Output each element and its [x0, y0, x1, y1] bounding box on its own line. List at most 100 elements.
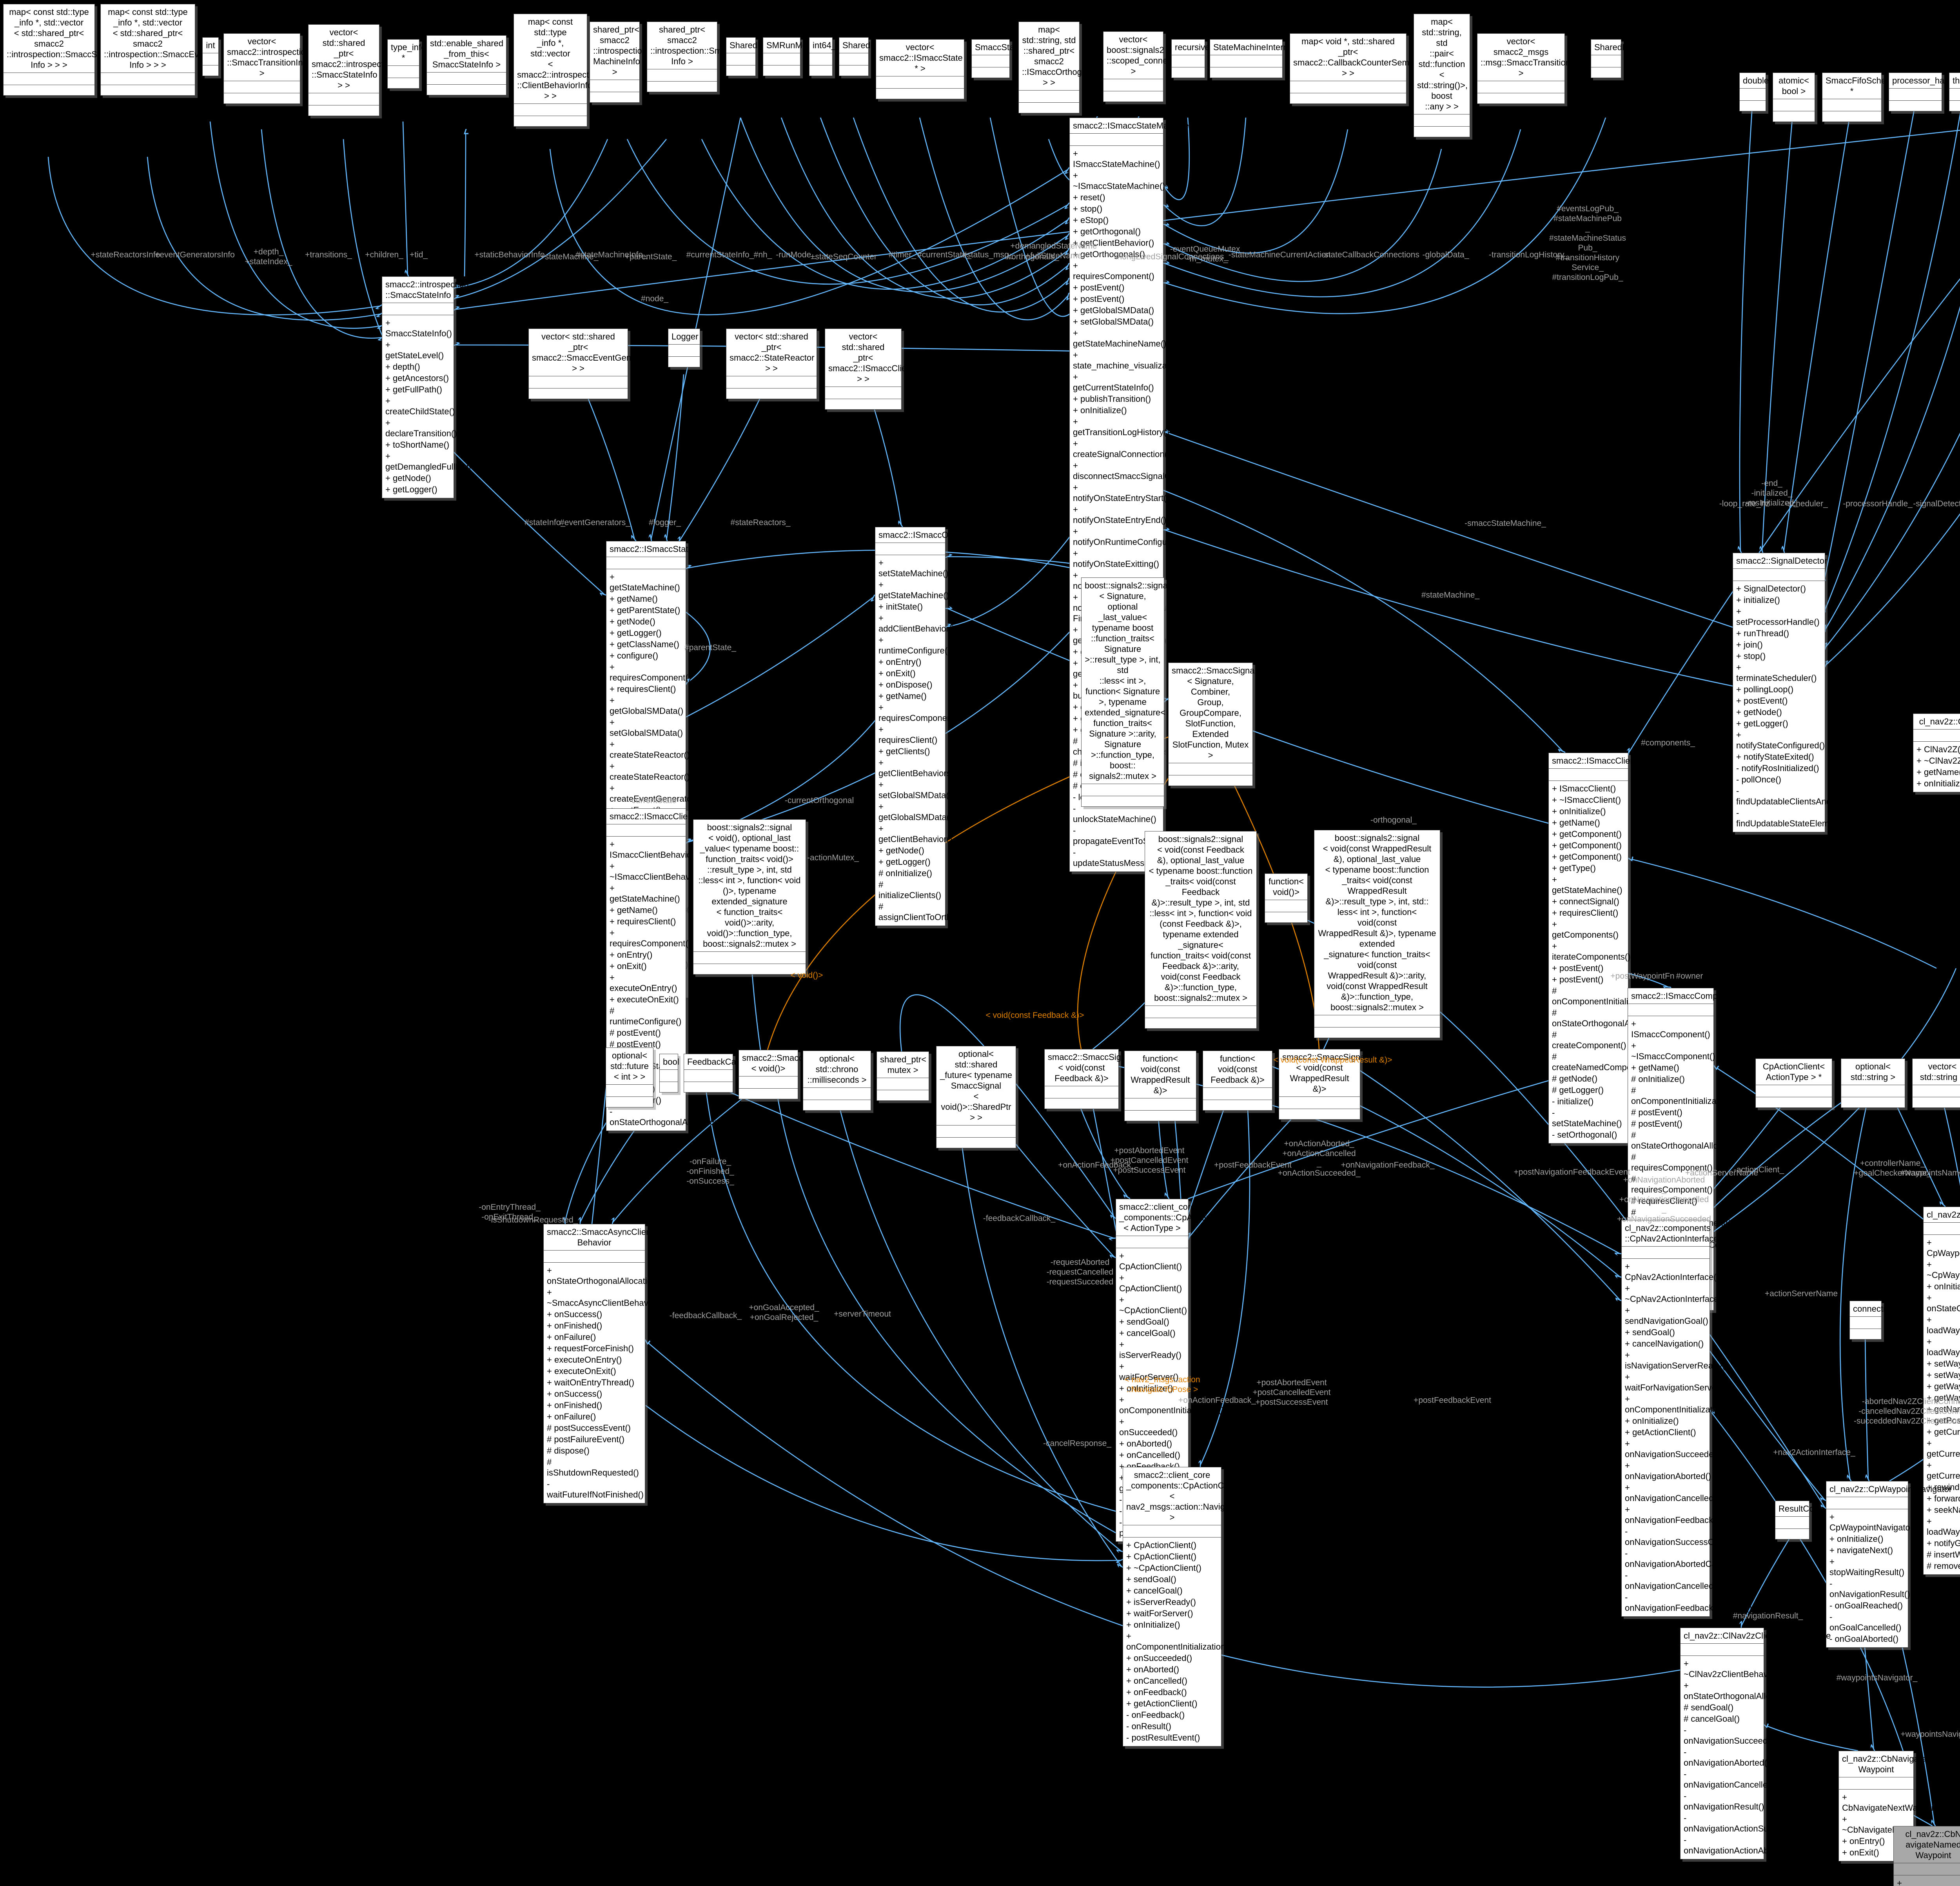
class-node-band9[interactable]: function< void(const WrappedResult &)> [1124, 1051, 1196, 1121]
attributes-compartment [1756, 1085, 1832, 1097]
class-member: # assignClientToOrthogonal() [878, 902, 983, 922]
attributes-compartment [647, 69, 717, 81]
class-node-atomicBool[interactable]: atomic< bool > [1773, 73, 1815, 122]
class-node-typeInfo[interactable]: type_info * [387, 39, 426, 89]
class-node-cbNavNamed[interactable]: cl_nav2z::CbN avigateNamed Waypoint+ CbN… [1893, 1826, 1960, 1886]
class-node-spSMInfo[interactable]: shared_ptr< smacc2 ::introspection::Smac… [590, 22, 698, 103]
class-node-doubleBox[interactable]: double [1739, 73, 1769, 111]
class-node-cpACATptr[interactable]: CpActionClient< ActionType > * [1755, 1058, 1832, 1108]
class-node-vecScopedConn[interactable]: vector< boost::signals2 ::scoped_connect… [1103, 31, 1186, 102]
class-node-iClient[interactable]: smacc2::ISmaccClient+ ISmaccClient()+ ~I… [1548, 753, 1668, 1144]
class-node-smInternalAction[interactable]: StateMachineInternalAction [1210, 39, 1319, 78]
class-member: + onNavigationCancelled() [1625, 1483, 1719, 1503]
methods-compartment: + onStateOrthogonalAllocation()+ ~SmaccA… [544, 1263, 664, 1503]
class-title: map< const std::type _info *, std::vecto… [104, 7, 250, 70]
class-node-processorHandle[interactable]: processor_handle [1889, 73, 1960, 111]
class-node-mapCallbackSem[interactable]: map< void *, std::shared _ptr< smacc2::C… [1290, 33, 1436, 104]
class-node-band7[interactable]: optional< std::shared _future< typename … [936, 1046, 1016, 1148]
class-node-vecClients[interactable]: vector< std::shared _ptr< smacc2::ISmacc… [825, 329, 914, 410]
relation-edge [919, 117, 1069, 321]
class-node-signalDetector[interactable]: smacc2::SignalDetector+ SignalDetector()… [1733, 553, 1886, 832]
class-node-smRunMode[interactable]: SMRunMode [763, 37, 817, 76]
edge-label: +stateSeqCounter [810, 252, 877, 261]
class-node-mapEventGenerators[interactable]: map< const std::type _info *, std::vecto… [100, 4, 250, 96]
class-node-sharedPtrPubs[interactable]: SharedPtr [1591, 39, 1633, 78]
methods-compartment [590, 92, 639, 102]
class-node-cpWypBase[interactable]: cl_nav2z::CpWaypointNavigatorBase+ CpWay… [1923, 1207, 1960, 1575]
edge-label: #waypointsNavigator_ [1836, 1673, 1918, 1683]
class-node-iOrthogonal[interactable]: smacc2::ISmaccOrthogonal+ setStateMachin… [875, 527, 984, 926]
class-node-mapClientBehavior[interactable]: map< const std::type _info *, std::vecto… [514, 14, 612, 127]
methods-compartment [1949, 101, 1960, 111]
class-node-clNav2z[interactable]: cl_nav2z::ClNav2Z+ ClNav2Z()+ ~ClNav2Z()… [1913, 713, 1960, 792]
class-node-spStateInfo[interactable]: shared_ptr< smacc2 ::introspection::Smac… [647, 22, 755, 92]
edge-label: +actionServerName [1685, 1168, 1759, 1178]
class-node-smaccStatus[interactable]: SmaccStatus [971, 39, 1026, 78]
class-node-sigSignature[interactable]: boost::signals2::signal < Signature, opt… [1081, 577, 1169, 807]
class-node-clNav2zBB[interactable]: cl_nav2z::ClNav2zClientBehaviorBase+ ~Cl… [1680, 1628, 1831, 1859]
attributes-compartment [382, 303, 454, 315]
class-node-sharedPtrTimer[interactable]: SharedPtr [839, 37, 881, 76]
class-node-sharedPtrNh[interactable]: SharedPtr [726, 37, 768, 76]
class-node-smaccSignalTpl[interactable]: smacc2::SmaccSignal < Signature, Combine… [1168, 663, 1256, 786]
class-node-vecStateReactor[interactable]: vector< std::shared _ptr< smacc2::StateR… [726, 329, 817, 399]
class-node-vecTransitionInfo[interactable]: vector< smacc2::introspection ::SmaccTra… [223, 33, 310, 104]
class-node-int64Box[interactable]: int64_t [809, 37, 838, 76]
class-node-band10[interactable]: function< void(const Feedback &)> [1203, 1051, 1272, 1111]
class-node-mapGlobalData[interactable]: map< std::string, std ::pair< std::funct… [1414, 14, 1470, 137]
compartment-divider [544, 1262, 645, 1263]
class-node-vecString[interactable]: vector< std::string > [1912, 1058, 1960, 1108]
class-node-mapStateReactors[interactable]: map< const std::type _info *, std::vecto… [3, 4, 142, 96]
edge-label: +postWaypointFn [1610, 971, 1675, 981]
class-node-smaccStateInfo[interactable]: smacc2::introspection ::SmaccStateInfo+ … [382, 276, 484, 498]
class-node-vecTransitionLog[interactable]: vector< smacc2_msgs ::msg::SmaccTransiti… [1477, 33, 1605, 104]
class-node-vecISmaccState[interactable]: vector< smacc2::ISmaccState * > [876, 39, 964, 99]
methods-compartment [1773, 111, 1815, 122]
class-node-enableShared[interactable]: std::enable_shared _from_this< SmaccStat… [426, 35, 506, 95]
class-node-band8[interactable]: smacc2::SmaccSignal < void(const Feedbac… [1044, 1049, 1133, 1109]
class-node-vecStateInfo[interactable]: vector< std::shared _ptr< smacc2::intros… [308, 24, 395, 116]
class-title: smacc2::ISmaccClientBehavior [610, 811, 729, 821]
compartment-divider [1924, 1222, 1960, 1223]
class-member: + requiresClient() [878, 724, 938, 745]
class-title: smacc2::SmaccSignal < void(const Feedbac… [1048, 1052, 1133, 1083]
class-node-band2[interactable]: bool [659, 1054, 679, 1093]
class-node-threadBox[interactable]: thread [1949, 73, 1960, 111]
class-node-cpWypNavigator[interactable]: cl_nav2z::CpWaypointNavigator+ CpWaypoin… [1826, 1481, 1952, 1648]
attributes-compartment [1116, 1236, 1188, 1248]
class-node-resultCode[interactable]: ResultCode [1775, 1501, 1824, 1539]
class-node-band3[interactable]: FeedbackCallback [684, 1054, 758, 1093]
attributes-compartment [1019, 91, 1079, 102]
edge-label: +onNavigationAborted _ +onNavigationCanc… [1617, 1175, 1711, 1224]
class-member: + ISmaccStateMachine() [1073, 149, 1160, 169]
class-node-smaccAsync[interactable]: smacc2::SmaccAsyncClient Behavior+ onSta… [543, 1224, 664, 1503]
class-node-funcVoid[interactable]: function< void()> [1265, 873, 1308, 923]
class-node-fifoScheduler[interactable]: SmaccFifoScheduler * [1822, 73, 1905, 122]
class-node-band1[interactable]: optional< std::future < int > > [606, 1047, 653, 1107]
edge-label: +postAbortedEvent +postCancelledEvent +p… [1252, 1378, 1331, 1407]
edge-label: +nav2ActionInterface_ [1773, 1448, 1855, 1457]
edge-label: #stateMachine_ [1421, 590, 1480, 600]
class-node-sigFeedback[interactable]: boost::signals2::signal < void(const Fee… [1145, 831, 1257, 1029]
class-node-band4[interactable]: smacc2::SmaccSignal < void()> [739, 1050, 827, 1099]
class-node-mapOrthogonals[interactable]: map< std::string, std ::shared_ptr< smac… [1018, 22, 1098, 113]
class-node-band6[interactable]: shared_ptr< mutex > [877, 1051, 929, 1101]
class-node-band5[interactable]: optional< std::chrono ::milliseconds > [803, 1051, 871, 1111]
attributes-compartment [1733, 569, 1825, 581]
class-node-cpACNav[interactable]: smacc2::client_core _components::CpActio… [1123, 1467, 1266, 1746]
class-node-intBox[interactable]: int [202, 37, 219, 76]
attributes-compartment [544, 1251, 645, 1262]
class-node-connection[interactable]: connection [1849, 1301, 1895, 1340]
class-node-loggerBox[interactable]: Logger [668, 329, 700, 367]
attributes-compartment [825, 387, 901, 399]
class-node-sigVoid[interactable]: boost::signals2::signal < void(), option… [693, 819, 806, 975]
class-node-cpNav2AI[interactable]: cl_nav2z::components ::CpNav2ActionInter… [1621, 1220, 1752, 1617]
class-node-band11[interactable]: smacc2::SmaccSignal < void(const Wrapped… [1279, 1049, 1367, 1120]
class-node-optString[interactable]: optional< std::string > [1841, 1058, 1905, 1108]
class-node-vecEventGen[interactable]: vector< std::shared _ptr< smacc2::SmaccE… [528, 329, 654, 399]
class-title: smacc2::SmaccSignal < void(const Wrapped… [1282, 1052, 1367, 1094]
class-member: + cancelGoal() [1126, 1586, 1183, 1596]
class-node-sigWrapped[interactable]: boost::signals2::signal < void(const Wra… [1314, 830, 1440, 1038]
class-node-recursiveMutex[interactable]: recursive_mutex [1171, 39, 1238, 78]
